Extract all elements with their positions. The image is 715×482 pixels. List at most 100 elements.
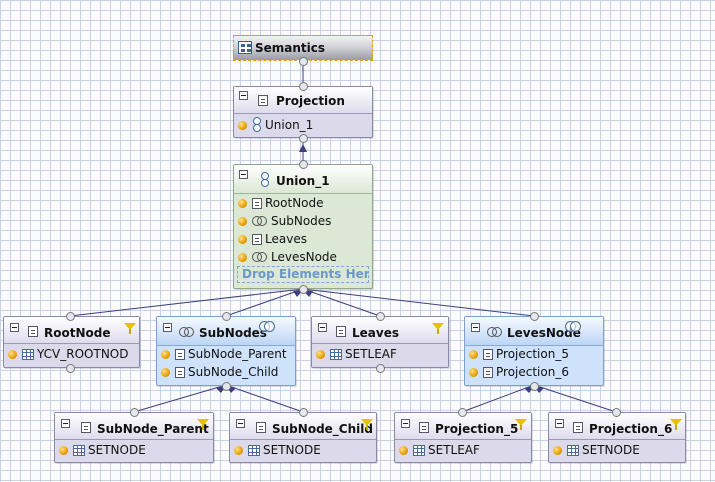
union-input-port[interactable] — [299, 285, 308, 294]
column-bullet-icon — [234, 445, 243, 455]
leaves-output-port[interactable] — [376, 312, 385, 321]
list-item-label: LevesNode — [271, 250, 337, 264]
list-item[interactable]: LevesNode — [238, 248, 337, 266]
semantics-node[interactable]: Semantics — [233, 35, 373, 61]
collapse-button[interactable] — [236, 419, 245, 428]
list-item[interactable]: Projection_5 — [469, 345, 569, 363]
column-bullet-icon — [316, 349, 325, 359]
union-output-port[interactable] — [299, 160, 308, 169]
list-item[interactable]: SubNodes — [238, 212, 331, 230]
filter-icon — [670, 419, 682, 430]
projection-6-title: Projection_6 — [589, 422, 673, 436]
projection-icon — [573, 422, 583, 433]
table-icon — [330, 348, 342, 360]
subnode-child-output-port[interactable] — [299, 408, 308, 417]
column-bullet-icon — [399, 445, 408, 455]
join-badge-icon — [565, 321, 581, 333]
column-bullet-icon — [553, 445, 562, 455]
wire-projection5-levesnode — [461, 384, 535, 413]
filter-icon — [515, 419, 527, 430]
collapse-button[interactable] — [555, 419, 564, 428]
list-item[interactable]: SubNode_Child — [161, 363, 278, 381]
column-bullet-icon — [469, 367, 478, 377]
list-item[interactable]: RootNode — [238, 194, 324, 212]
subnodes-node[interactable]: SubNodes SubNode_Parent SubNode_Child — [156, 316, 296, 386]
projection-icon — [28, 326, 38, 337]
join-icon — [252, 215, 268, 227]
projection-node[interactable]: Projection Union_1 — [233, 86, 373, 138]
table-icon — [413, 444, 425, 456]
list-item[interactable]: SubNode_Parent — [161, 345, 287, 363]
collapse-button[interactable] — [318, 323, 327, 332]
subnodes-output-port[interactable] — [222, 312, 231, 321]
arrowhead — [299, 144, 307, 152]
column-bullet-icon — [238, 198, 247, 208]
collapse-button[interactable] — [163, 323, 172, 332]
filter-icon — [432, 323, 444, 334]
list-item[interactable]: SETNODE — [59, 441, 146, 459]
collapse-button[interactable] — [401, 419, 410, 428]
rootnode-output-port[interactable] — [66, 312, 75, 321]
rootnode-input-port[interactable] — [66, 364, 75, 373]
levesnode-output-port[interactable] — [530, 312, 539, 321]
list-item[interactable]: SETNODE — [234, 441, 321, 459]
semantics-title: Semantics — [255, 41, 326, 55]
projection-6-node[interactable]: Projection_6 SETNODE — [548, 412, 686, 463]
column-bullet-icon — [59, 445, 68, 455]
collapse-button[interactable] — [61, 419, 70, 428]
collapse-button[interactable] — [471, 323, 480, 332]
list-item[interactable]: SETLEAF — [316, 345, 397, 363]
projection-icon — [336, 326, 346, 337]
wire-projection6-levesnode — [533, 384, 617, 413]
projection-icon — [483, 366, 493, 378]
list-item[interactable]: Projection_6 — [469, 363, 569, 381]
rootnode-node[interactable]: RootNode YCV_ROOTNOD — [3, 316, 140, 368]
projection-5-output-port[interactable] — [458, 408, 467, 417]
table-icon — [73, 444, 85, 456]
subnodes-input-port[interactable] — [222, 382, 231, 391]
list-item[interactable]: SETNODE — [553, 441, 640, 459]
list-item-label: SubNodes — [271, 214, 332, 228]
projection-input-port[interactable] — [299, 134, 308, 143]
projection-output-port[interactable] — [299, 82, 308, 91]
collapse-button[interactable] — [239, 91, 248, 100]
levesnode-input-port[interactable] — [530, 382, 539, 391]
list-item[interactable]: SETLEAF — [399, 441, 480, 459]
subnode-child-node[interactable]: SubNode_Child SETNODE — [229, 412, 377, 463]
projection-6-output-port[interactable] — [612, 408, 621, 417]
column-bullet-icon — [161, 367, 170, 377]
leaves-input-port[interactable] — [376, 364, 385, 373]
projection-icon — [419, 422, 429, 433]
semantics-input-port[interactable] — [299, 57, 308, 66]
leaves-title: Leaves — [352, 326, 399, 340]
filter-icon — [124, 323, 136, 334]
subnodes-title: SubNodes — [199, 326, 267, 340]
collapse-button[interactable] — [239, 170, 248, 179]
list-item-label: SETNODE — [88, 443, 146, 457]
subnode-parent-output-port[interactable] — [130, 408, 139, 417]
subnode-parent-node[interactable]: SubNode_Parent SETNODE — [54, 412, 214, 463]
column-bullet-icon — [238, 234, 247, 244]
collapse-button[interactable] — [10, 323, 19, 332]
list-item[interactable]: Leaves — [238, 230, 307, 248]
list-item-label: YCV_ROOTNOD — [37, 347, 129, 361]
union-icon — [260, 172, 270, 188]
list-item[interactable]: YCV_ROOTNOD — [8, 345, 128, 363]
projection-icon — [81, 422, 91, 433]
wire-leaves-union — [302, 288, 381, 317]
projection-5-node[interactable]: Projection_5 SETLEAF — [394, 412, 532, 463]
drop-elements-zone[interactable]: Drop Elements Here — [237, 266, 369, 283]
list-item[interactable]: Union_1 — [238, 116, 313, 134]
list-item-label: Union_1 — [265, 118, 314, 132]
leaves-node[interactable]: Leaves SETLEAF — [311, 316, 449, 368]
column-bullet-icon — [238, 120, 247, 130]
column-bullet-icon — [238, 216, 247, 226]
union-node[interactable]: Union_1 RootNode SubNodes Leaves LevesNo… — [233, 164, 373, 289]
list-item-label: SETLEAF — [428, 443, 480, 457]
levesnode-node[interactable]: LevesNode Projection_5 Projection_6 — [464, 316, 604, 386]
projection-icon — [483, 348, 493, 360]
list-item-label: SubNode_Child — [188, 365, 279, 379]
projection-icon — [252, 233, 262, 245]
wire-levesnode-union — [302, 288, 535, 317]
projection-icon — [252, 197, 262, 209]
